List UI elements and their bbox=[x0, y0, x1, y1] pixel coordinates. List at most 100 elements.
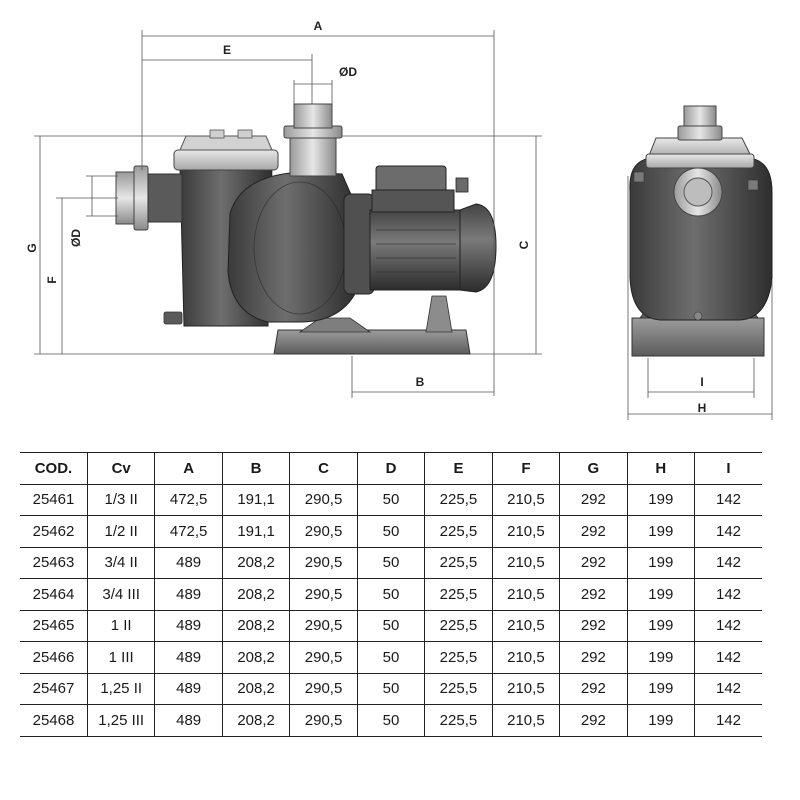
table-cell: 292 bbox=[559, 641, 628, 673]
dim-label-i: I bbox=[700, 375, 703, 389]
table-cell: 1/3 II bbox=[86, 484, 155, 516]
table-cell: 225,5 bbox=[424, 673, 493, 705]
header-f: F bbox=[491, 452, 560, 485]
table-cell: 290,5 bbox=[289, 673, 358, 705]
table-cell: 199 bbox=[626, 641, 695, 673]
table-cell: 292 bbox=[559, 704, 628, 736]
table-cell: 3/4 II bbox=[86, 547, 155, 579]
table-cell: 50 bbox=[356, 610, 425, 642]
table-cell: 210,5 bbox=[491, 641, 560, 673]
table-cell: 292 bbox=[559, 610, 628, 642]
table-cell: 225,5 bbox=[424, 704, 493, 736]
table-cell: 210,5 bbox=[491, 515, 560, 547]
table-row: 25462 1/2 II 472,5 191,1 290,5 50 225,5 … bbox=[20, 515, 762, 547]
table-cell: 225,5 bbox=[424, 515, 493, 547]
table-cell: 25463 bbox=[32, 554, 75, 572]
table-cell: 199 bbox=[626, 515, 695, 547]
table-header-row: COD. Cv A B C D E F G H I bbox=[20, 452, 762, 485]
table-cell: 210,5 bbox=[491, 484, 560, 516]
table-cell: 208,2 bbox=[221, 547, 290, 579]
table-cell: 210,5 bbox=[491, 704, 560, 736]
table-cell: 199 bbox=[626, 547, 695, 579]
table-cell: 290,5 bbox=[289, 610, 358, 642]
table-cell: 1,25 III bbox=[86, 704, 155, 736]
table-cell: 25467 bbox=[32, 680, 75, 698]
header-i: I bbox=[694, 452, 762, 485]
table-cell: 142 bbox=[694, 610, 762, 642]
dim-label-b: B bbox=[416, 375, 425, 389]
table-cell: 472,5 bbox=[154, 515, 223, 547]
pump-front-view bbox=[629, 105, 773, 357]
table-cell: 25462 bbox=[32, 522, 75, 540]
table-cell: 199 bbox=[626, 704, 695, 736]
table-cell: 489 bbox=[154, 578, 223, 610]
table-cell: 199 bbox=[626, 578, 695, 610]
table-cell: 225,5 bbox=[424, 547, 493, 579]
table-cell: 225,5 bbox=[424, 578, 493, 610]
header-g: G bbox=[559, 452, 628, 485]
table-cell: 191,1 bbox=[221, 484, 290, 516]
table-cell: 142 bbox=[694, 641, 762, 673]
dim-label-g: G bbox=[25, 243, 39, 252]
table-cell: 225,5 bbox=[424, 484, 493, 516]
table-cell: 290,5 bbox=[289, 515, 358, 547]
dim-label-d-side: ØD bbox=[69, 229, 83, 247]
table-cell: 290,5 bbox=[289, 484, 358, 516]
table-row: 25463 3/4 II 489 208,2 290,5 50 225,5 21… bbox=[20, 547, 762, 579]
table-cell: 1,25 II bbox=[86, 673, 155, 705]
table-cell: 50 bbox=[356, 673, 425, 705]
table-row: 25467 1,25 II 489 208,2 290,5 50 225,5 2… bbox=[20, 673, 762, 705]
table-cell: 290,5 bbox=[289, 578, 358, 610]
table-cell: 208,2 bbox=[221, 578, 290, 610]
header-c: C bbox=[289, 452, 358, 485]
header-h: H bbox=[626, 452, 695, 485]
table-row: 25464 3/4 III 489 208,2 290,5 50 225,5 2… bbox=[20, 578, 762, 610]
table-cell: 472,5 bbox=[154, 484, 223, 516]
dim-label-e: E bbox=[223, 43, 231, 57]
table-cell: 225,5 bbox=[424, 641, 493, 673]
table-cell: 199 bbox=[626, 610, 695, 642]
table-cell: 208,2 bbox=[221, 610, 290, 642]
table-row: 25465 1 II 489 208,2 290,5 50 225,5 210,… bbox=[20, 610, 762, 642]
table-cell: 210,5 bbox=[491, 673, 560, 705]
table-cell: 210,5 bbox=[491, 610, 560, 642]
table-cell: 210,5 bbox=[491, 578, 560, 610]
header-d: D bbox=[356, 452, 425, 485]
pump-side-view bbox=[115, 103, 497, 355]
table-cell: 210,5 bbox=[491, 547, 560, 579]
table-cell: 142 bbox=[694, 704, 762, 736]
pump-dimension-drawing: A E ØD G F ØD C B bbox=[25, 19, 773, 420]
table-cell: 199 bbox=[626, 484, 695, 516]
table-cell: 142 bbox=[694, 547, 762, 579]
table-cell: 489 bbox=[154, 610, 223, 642]
table-cell: 292 bbox=[559, 673, 628, 705]
front-view-dimensions: I H bbox=[627, 176, 773, 420]
table-cell: 142 bbox=[694, 515, 762, 547]
table-cell: 208,2 bbox=[221, 704, 290, 736]
table-cell: 142 bbox=[694, 484, 762, 516]
table-cell: 225,5 bbox=[424, 610, 493, 642]
table-cell: 290,5 bbox=[289, 641, 358, 673]
table-cell: 50 bbox=[356, 578, 425, 610]
table-cell: 50 bbox=[356, 704, 425, 736]
table-cell: 25464 bbox=[32, 585, 75, 603]
table-cell: 50 bbox=[356, 484, 425, 516]
table-cell: 50 bbox=[356, 641, 425, 673]
table-cell: 50 bbox=[356, 547, 425, 579]
table-cell: 25461 bbox=[32, 491, 75, 509]
table-cell: 292 bbox=[559, 578, 628, 610]
table-cell: 489 bbox=[154, 673, 223, 705]
table-row: 25461 1/3 II 472,5 191,1 290,5 50 225,5 … bbox=[20, 484, 762, 516]
header-cod: COD. bbox=[20, 452, 88, 485]
dim-label-a: A bbox=[314, 19, 323, 33]
table-cell: 292 bbox=[559, 515, 628, 547]
table-cell: 290,5 bbox=[289, 547, 358, 579]
dim-label-d-top: ØD bbox=[339, 65, 357, 79]
table-row: 25466 1 III 489 208,2 290,5 50 225,5 210… bbox=[20, 641, 762, 673]
table-cell: 290,5 bbox=[289, 704, 358, 736]
table-cell: 191,1 bbox=[221, 515, 290, 547]
table-cell: 25466 bbox=[32, 648, 75, 666]
table-cell: 3/4 III bbox=[86, 578, 155, 610]
dim-label-h: H bbox=[698, 401, 707, 415]
table-cell: 142 bbox=[694, 578, 762, 610]
